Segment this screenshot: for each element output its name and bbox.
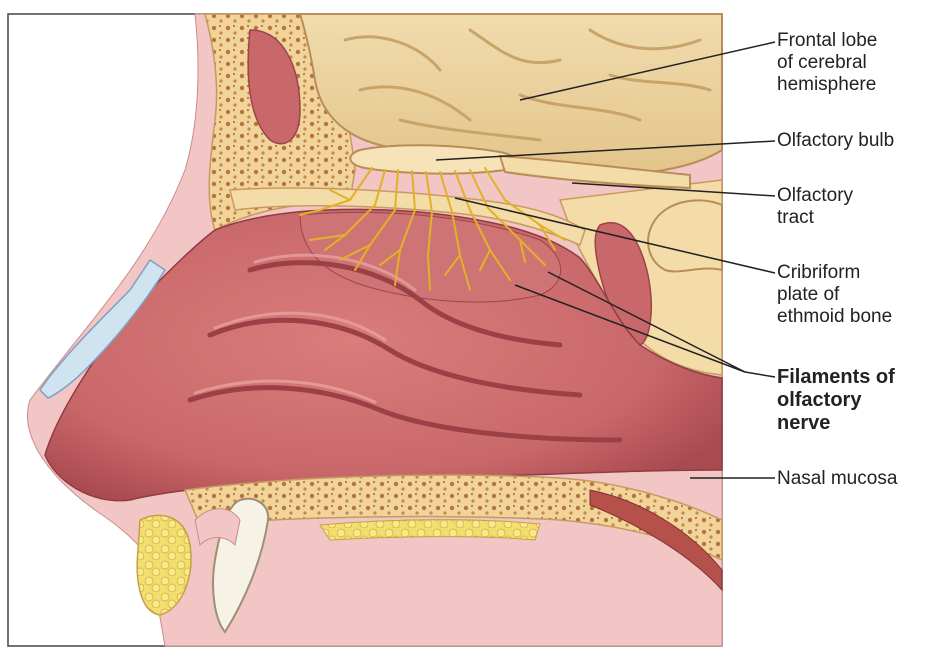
label-frontal-lobe: Frontal lobe of cerebral hemisphere <box>777 30 877 96</box>
label-cribriform-plate: Cribriform plate of ethmoid bone <box>777 262 892 328</box>
label-olfactory-tract: Olfactory tract <box>777 185 853 229</box>
leader-filaments-c <box>745 372 775 377</box>
palate-fat <box>320 520 540 540</box>
label-olfactory-filaments: Filaments of olfactory nerve <box>777 366 895 435</box>
label-olfactory-bulb: Olfactory bulb <box>777 130 894 152</box>
label-nasal-mucosa: Nasal mucosa <box>777 468 897 490</box>
